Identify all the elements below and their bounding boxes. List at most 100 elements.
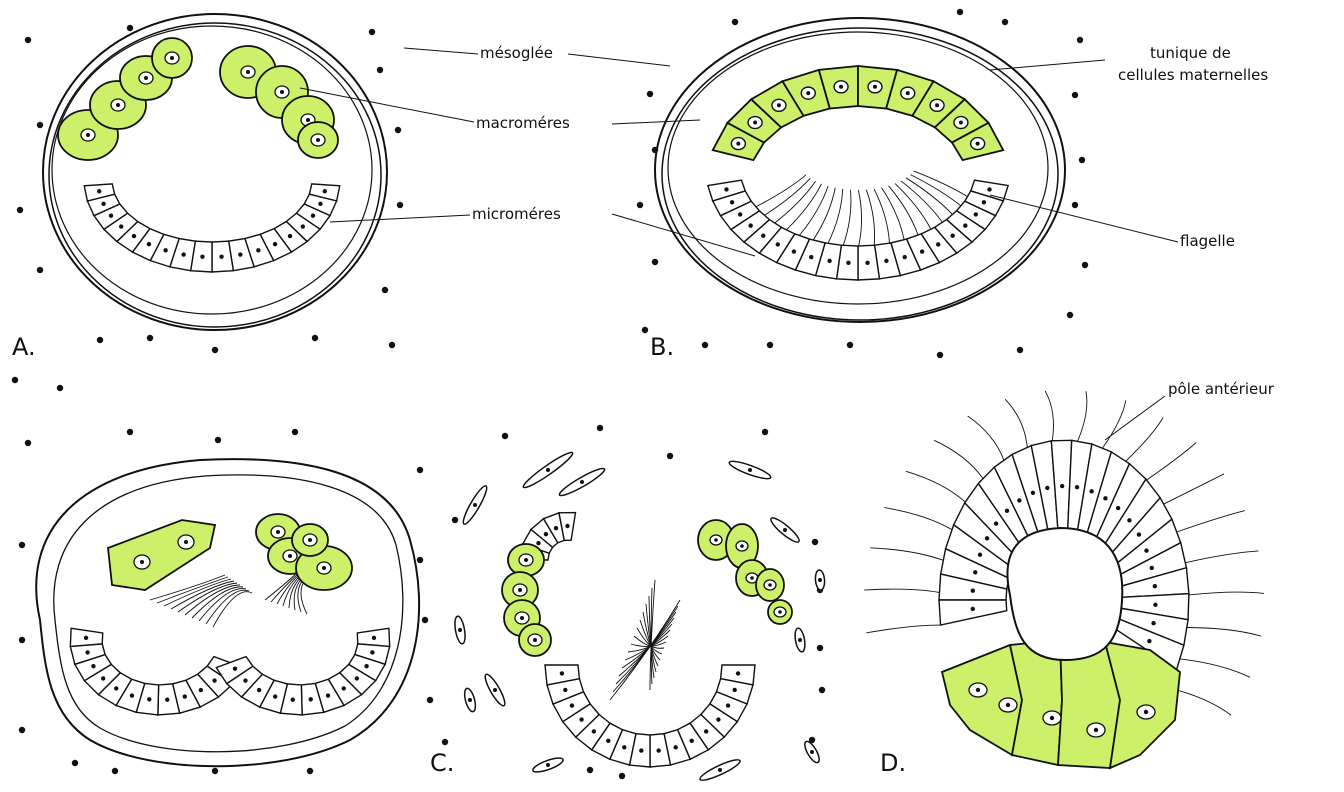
label-mesoglee: mésoglée [480, 44, 553, 62]
mesoglea-dot [12, 377, 18, 383]
nucleus [726, 703, 730, 707]
panel-label-c: C. [430, 750, 454, 776]
nucleus [273, 694, 277, 698]
nucleus [987, 187, 991, 191]
mesoglea-dot [1077, 37, 1083, 43]
flagellum [968, 416, 1004, 460]
nucleolus [935, 103, 939, 107]
mesoglea-dot [1017, 347, 1023, 353]
mesoglea-dot [19, 542, 25, 548]
nucleus [291, 698, 295, 702]
nucleus [109, 213, 113, 217]
mesoglea-dot [819, 687, 825, 693]
nucleus [318, 202, 322, 206]
mesoglea-dot [702, 342, 708, 348]
leader-flagelle [990, 195, 1178, 242]
nucleus [776, 242, 780, 246]
mesoglea-dot [667, 453, 673, 459]
leader-mesoglee-right [568, 54, 670, 66]
mesoglea-dot [957, 9, 963, 15]
nucleus [101, 202, 105, 206]
mesoglea-dot [17, 207, 23, 213]
nucleolus [518, 588, 522, 592]
panel-label-d: D. [880, 750, 906, 776]
nucleus [579, 717, 583, 721]
nucleolus [520, 616, 524, 620]
nucleus [147, 242, 151, 246]
flagellum [910, 175, 961, 206]
nucleolus [184, 540, 188, 544]
mesoglea-dot [395, 127, 401, 133]
mesoglea-dot [369, 29, 375, 35]
nucleus [370, 650, 374, 654]
nucleus [355, 676, 359, 680]
panel-c-left-macromeres [108, 514, 352, 590]
mesoglea-dot [1072, 202, 1078, 208]
nucleolus [1094, 728, 1098, 732]
nucleus [639, 748, 643, 752]
flagellum [1177, 511, 1245, 532]
mesoglea-dot [112, 768, 118, 774]
mesoglea-dot [212, 347, 218, 353]
nucleus [974, 212, 978, 216]
mesoglea-dot [25, 37, 31, 43]
mesoglea-dot [1072, 92, 1078, 98]
nucleus [971, 589, 975, 593]
label-micromeres: microméres [472, 205, 561, 223]
mesoglea-dot [57, 385, 63, 391]
flagellum [881, 188, 904, 240]
nucleus [212, 678, 216, 682]
nucleus [1089, 489, 1093, 493]
mesoglea-dot [1079, 157, 1085, 163]
mesoglea-dot [937, 352, 943, 358]
nucleolus [1144, 710, 1148, 714]
mesoglea-dot [1082, 262, 1088, 268]
mesoglea-dot [619, 773, 625, 779]
flagellum [157, 577, 228, 603]
nucleolus [322, 566, 326, 570]
nucleus [818, 578, 822, 582]
panel-c-left-flagella [150, 570, 321, 627]
flagellum [1078, 391, 1087, 441]
flagellum [1147, 442, 1197, 480]
nucleus [97, 189, 101, 193]
nucleolus [750, 576, 754, 580]
nucleus [132, 234, 136, 238]
nucleolus [873, 85, 877, 89]
nucleolus [740, 544, 744, 548]
nucleus [985, 536, 989, 540]
nucleus [85, 650, 89, 654]
nucleus [798, 638, 802, 642]
mesoglea-dot [847, 342, 853, 348]
nucleolus [806, 91, 810, 95]
mesoglea-dot [147, 335, 153, 341]
flagellum [786, 184, 821, 230]
flagellum [914, 171, 968, 197]
nucleus [724, 187, 728, 191]
nucleus [233, 666, 237, 670]
mesoglea-dot [1002, 19, 1008, 25]
flagellum [775, 181, 816, 223]
nucleus [1151, 621, 1155, 625]
nucleus [982, 200, 986, 204]
label-macromeres: macroméres [476, 114, 570, 132]
mesoglea-dot [377, 67, 383, 73]
flagellum [843, 190, 851, 246]
nucleus [1153, 584, 1157, 588]
mesoglea-dot [732, 19, 738, 25]
flagellum [906, 471, 965, 502]
nucleus [1060, 484, 1064, 488]
mesoglea-dot [587, 767, 593, 773]
flagellum [1045, 391, 1053, 441]
flagellum [206, 590, 249, 624]
nucleus [493, 688, 497, 692]
nucleolus [524, 558, 528, 562]
nucleus [1147, 639, 1151, 643]
nucleolus [280, 90, 284, 94]
nucleus [920, 249, 924, 253]
flagellum [1180, 659, 1250, 677]
mesoglea-dot [307, 768, 313, 774]
nucleolus [906, 91, 910, 95]
nucleus [704, 729, 708, 733]
